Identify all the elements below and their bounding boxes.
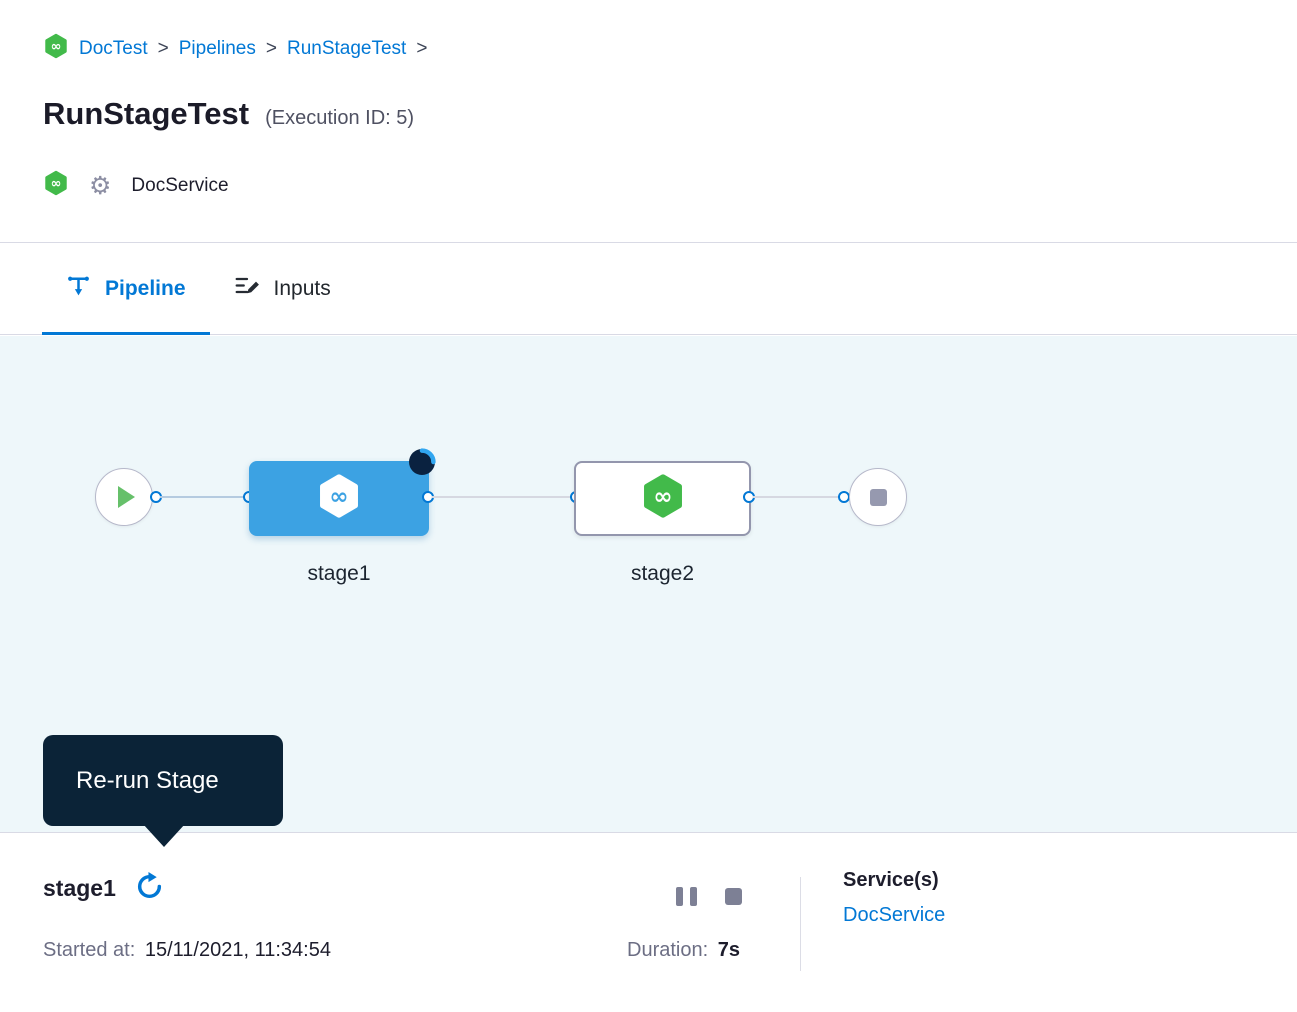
title-row: RunStageTest (Execution ID: 5)	[43, 96, 414, 132]
breadcrumb-separator: >	[157, 38, 169, 59]
harness-service-icon: ∞	[43, 170, 69, 202]
breadcrumb-link-pipelines[interactable]: Pipelines	[178, 38, 256, 59]
svg-text:∞: ∞	[51, 177, 62, 192]
service-name: DocService	[131, 175, 229, 196]
running-spinner-icon	[408, 448, 436, 476]
duration: Duration: 7s	[627, 939, 740, 962]
page-title: RunStageTest	[43, 96, 250, 131]
edge-stage2-end	[753, 496, 840, 498]
breadcrumb-link-doctest[interactable]: DocTest	[79, 38, 148, 59]
tab-pipeline-label: Pipeline	[105, 276, 186, 300]
pipeline-start-node	[95, 468, 153, 526]
started-at: Started at: 15/11/2021, 11:34:54	[43, 939, 331, 962]
edge-start-stage1	[160, 496, 245, 498]
stage2-harness-icon: ∞	[640, 473, 686, 524]
service-link-docservice[interactable]: DocService	[843, 904, 946, 926]
tab-inputs-label: Inputs	[273, 276, 331, 300]
tab-bar: Pipeline Inputs	[0, 242, 1297, 335]
duration-value: 7s	[717, 939, 740, 961]
stage2-label: stage2	[630, 562, 695, 585]
pause-icon	[676, 887, 683, 906]
play-icon	[118, 486, 135, 508]
edge-stage1-stage2	[432, 496, 572, 498]
stage1-label: stage1	[307, 562, 371, 585]
stage-node-stage1[interactable]: ∞	[249, 461, 429, 536]
pipeline-end-node	[849, 468, 907, 526]
started-at-value: 15/11/2021, 11:34:54	[144, 939, 331, 961]
breadcrumb-link-runstagetest[interactable]: RunStageTest	[286, 38, 407, 59]
footer-stage-row: stage1	[43, 871, 165, 905]
breadcrumb-separator: >	[416, 38, 428, 59]
svg-text:∞: ∞	[329, 484, 348, 510]
service-row: ∞ ⚙ DocService	[43, 170, 229, 202]
stop-icon	[869, 488, 887, 506]
stage1-harness-icon: ∞	[316, 473, 362, 524]
tab-inputs[interactable]: Inputs	[210, 243, 355, 334]
pipeline-tab-icon	[66, 273, 91, 304]
svg-text:∞: ∞	[51, 40, 62, 55]
tooltip-label: Re-run Stage	[76, 766, 219, 794]
footer-stage-name: stage1	[43, 874, 116, 901]
rerun-icon	[134, 871, 165, 905]
rerun-tooltip: Re-run Stage	[43, 735, 283, 847]
tab-pipeline[interactable]: Pipeline	[42, 243, 210, 335]
rerun-stage-button[interactable]	[134, 871, 165, 905]
breadcrumb-separator: >	[265, 38, 277, 59]
footer-divider	[800, 877, 801, 971]
started-at-label: Started at:	[43, 939, 136, 961]
pause-icon	[690, 887, 697, 906]
inputs-tab-icon	[234, 273, 260, 305]
services-panel: Service(s) DocService	[843, 869, 945, 927]
gear-icon: ⚙	[89, 171, 112, 200]
svg-text:∞: ∞	[653, 484, 672, 510]
harness-logo-icon: ∞	[43, 33, 69, 65]
execution-controls	[676, 887, 742, 906]
breadcrumb: ∞ DocTest > Pipelines > RunStageTest >	[43, 33, 427, 65]
pause-button[interactable]	[676, 887, 697, 906]
stage-node-stage2[interactable]: ∞	[574, 461, 751, 536]
execution-id: (Execution ID: 5)	[265, 107, 415, 129]
tooltip-arrow	[143, 824, 185, 847]
duration-label: Duration:	[627, 939, 709, 961]
services-label: Service(s)	[843, 869, 939, 891]
execution-footer: stage1 Started at: 15/11/2021, 11:34:54	[0, 832, 1297, 1012]
stop-button[interactable]	[725, 888, 742, 905]
stop-square-icon	[725, 888, 742, 905]
